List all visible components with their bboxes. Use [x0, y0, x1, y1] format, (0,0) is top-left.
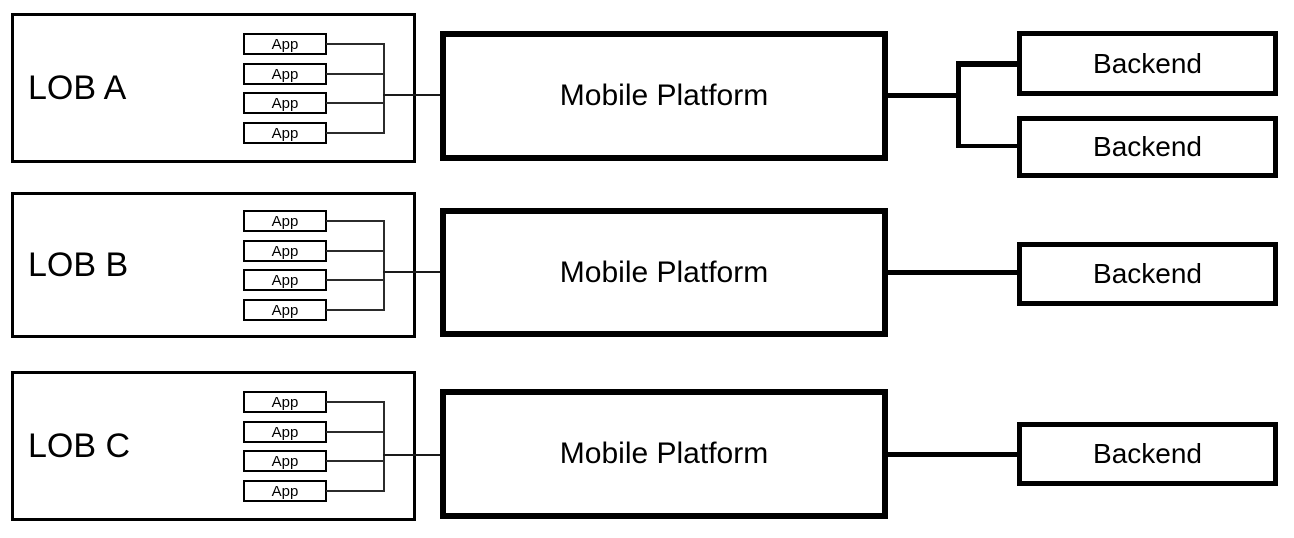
- app-label: App: [271, 482, 299, 500]
- platform-label: Mobile Platform: [559, 437, 769, 470]
- platform-to-backend-line: [885, 452, 1017, 457]
- backend-box-b: Backend: [1017, 242, 1278, 306]
- bus-line: [383, 43, 385, 134]
- lob-c-box: LOB C: [11, 371, 416, 521]
- bus-line: [383, 220, 385, 311]
- lob-a-label: LOB A: [28, 68, 127, 107]
- lob-b-app-box-4: App: [243, 299, 327, 321]
- app-label: App: [271, 65, 299, 83]
- lob-a-app-box-1: App: [243, 33, 327, 55]
- backend-branch-vertical-line: [956, 61, 961, 148]
- lob-c-app-box-2: App: [243, 421, 327, 443]
- backend-box-a1: Backend: [1017, 31, 1278, 96]
- app-label: App: [271, 301, 299, 319]
- lob-to-platform-line: [383, 454, 440, 456]
- lob-b-app-box-1: App: [243, 210, 327, 232]
- connector-line: [326, 401, 384, 403]
- platform-to-backend-line: [885, 93, 961, 98]
- connector-line: [326, 431, 384, 433]
- platform-label: Mobile Platform: [559, 255, 769, 289]
- lob-a-box: LOB A: [11, 13, 416, 163]
- backend-label: Backend: [1093, 438, 1202, 469]
- backend-box-c: Backend: [1017, 422, 1278, 486]
- lob-to-platform-line: [383, 271, 440, 273]
- connector-line: [326, 279, 384, 281]
- app-label: App: [271, 124, 299, 142]
- connector-line: [326, 73, 384, 75]
- backend-label: Backend: [1093, 47, 1202, 79]
- lob-b-app-box-3: App: [243, 269, 327, 291]
- mobile-platform-box-b: Mobile Platform: [440, 208, 888, 337]
- lob-a-app-box-2: App: [243, 63, 327, 85]
- platform-label: Mobile Platform: [559, 79, 769, 112]
- app-label: App: [271, 35, 299, 53]
- lob-b-label: LOB B: [28, 245, 129, 284]
- lob-b-app-box-2: App: [243, 240, 327, 262]
- connector-line: [326, 250, 384, 252]
- lob-a-app-box-3: App: [243, 92, 327, 114]
- backend-branch-bottom-line: [956, 144, 1017, 148]
- connector-line: [326, 460, 384, 462]
- backend-branch-top-line: [956, 61, 1017, 67]
- connector-line: [326, 132, 384, 134]
- lob-c-app-box-4: App: [243, 480, 327, 502]
- lob-to-platform-line: [383, 94, 440, 96]
- lob-c-app-box-3: App: [243, 450, 327, 472]
- lob-c-app-box-1: App: [243, 391, 327, 413]
- app-label: App: [271, 452, 299, 470]
- lob-a-app-box-4: App: [243, 122, 327, 144]
- app-label: App: [271, 423, 299, 441]
- backend-label: Backend: [1093, 258, 1202, 289]
- connector-line: [326, 43, 384, 45]
- platform-to-backend-line: [885, 270, 1017, 275]
- app-label: App: [271, 271, 299, 289]
- mobile-platform-box-a: Mobile Platform: [440, 31, 888, 161]
- lob-c-label: LOB C: [28, 426, 131, 465]
- connector-line: [326, 490, 384, 492]
- connector-line: [326, 102, 384, 104]
- backend-label: Backend: [1093, 131, 1202, 162]
- bus-line: [383, 401, 385, 492]
- app-label: App: [271, 94, 299, 112]
- app-label: App: [271, 242, 299, 260]
- connector-line: [326, 220, 384, 222]
- lob-b-box: LOB B: [11, 192, 416, 338]
- mobile-platform-box-c: Mobile Platform: [440, 389, 888, 519]
- app-label: App: [271, 212, 299, 230]
- backend-box-a2: Backend: [1017, 116, 1278, 178]
- connector-line: [326, 309, 384, 311]
- app-label: App: [271, 393, 299, 411]
